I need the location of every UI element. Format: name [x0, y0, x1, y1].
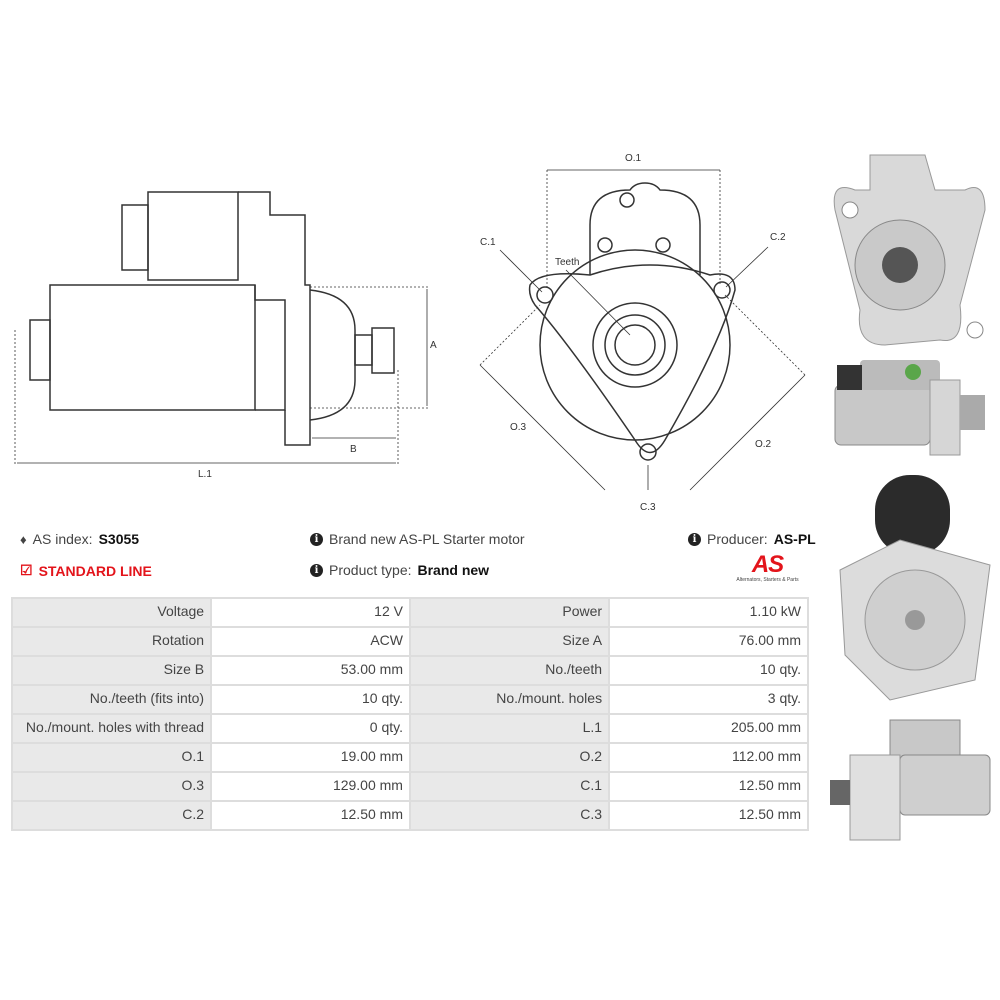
label-c1: C.1: [480, 237, 496, 248]
spec-value: 3 qty.: [608, 684, 809, 715]
spec-value: 129.00 mm: [210, 771, 411, 802]
label-c2: C.2: [770, 232, 786, 243]
spec-value: 12 V: [210, 597, 411, 628]
spec-row: No./teeth (fits into)10 qty.No./mount. h…: [10, 684, 809, 715]
spec-value: ACW: [210, 626, 411, 657]
spec-label: Size A: [408, 626, 611, 657]
spec-label: C.1: [408, 771, 611, 802]
label-teeth: Teeth: [555, 257, 579, 268]
spec-label: No./teeth (fits into): [10, 684, 213, 715]
spec-label: No./mount. holes with thread: [10, 713, 213, 744]
side-view-drawing: A B L.1: [14, 191, 437, 480]
as-index: ♦ AS index: S3055: [20, 531, 140, 547]
tag-icon: ♦: [20, 531, 27, 547]
spec-value: 205.00 mm: [608, 713, 809, 744]
spec-label: O.3: [10, 771, 213, 802]
spec-label: No./teeth: [408, 655, 611, 686]
spec-value: 12.50 mm: [608, 771, 809, 802]
label-o2: O.2: [755, 439, 772, 450]
spec-label: Rotation: [10, 626, 213, 657]
spec-value: 12.50 mm: [210, 800, 411, 831]
product-photo-side: [834, 360, 985, 456]
spec-label: O.1: [10, 742, 213, 773]
product-type: i Product type: Brand new: [310, 562, 489, 578]
label-o1: O.1: [625, 153, 642, 164]
spec-value: 19.00 mm: [210, 742, 411, 773]
front-view-drawing: O.1 C.1 C.2 Teeth O.3 O.2 C.3: [479, 153, 806, 513]
spec-label: No./mount. holes: [408, 684, 611, 715]
label-o3: O.3: [510, 422, 527, 433]
spec-value: 76.00 mm: [608, 626, 809, 657]
info-icon: i: [688, 532, 701, 546]
standard-line-badge: ☑ STANDARD LINE: [20, 562, 152, 579]
label-a: A: [430, 340, 437, 351]
label-l1: L.1: [198, 469, 212, 480]
product-description: i Brand new AS-PL Starter motor: [310, 531, 525, 547]
product-photo-bottom: [830, 719, 991, 841]
spec-value: 10 qty.: [608, 655, 809, 686]
info-icon: i: [310, 563, 323, 577]
product-photo-rear: [839, 475, 991, 701]
spec-value: 12.50 mm: [608, 800, 809, 831]
checkbox-icon: ☑: [20, 562, 33, 578]
spec-label: O.2: [408, 742, 611, 773]
product-photo-front: [833, 154, 986, 346]
spec-value: 0 qty.: [210, 713, 411, 744]
spec-value: 112.00 mm: [608, 742, 809, 773]
spec-label: Power: [408, 597, 611, 628]
spec-label: C.3: [408, 800, 611, 831]
label-b: B: [350, 444, 357, 455]
spec-label: Voltage: [10, 597, 213, 628]
spec-label: Size B: [10, 655, 213, 686]
as-index-value: S3055: [98, 531, 140, 547]
spec-value: 53.00 mm: [210, 655, 411, 686]
spec-value: 10 qty.: [210, 684, 411, 715]
label-c3: C.3: [640, 502, 656, 513]
as-pl-logo: AS Alternators, Starters & Parts: [736, 551, 799, 584]
spec-value: 1.10 kW: [608, 597, 809, 628]
spec-label: C.2: [10, 800, 213, 831]
info-icon: i: [310, 532, 323, 546]
spec-label: L.1: [408, 713, 611, 744]
producer: i Producer: AS-PL: [688, 531, 816, 547]
